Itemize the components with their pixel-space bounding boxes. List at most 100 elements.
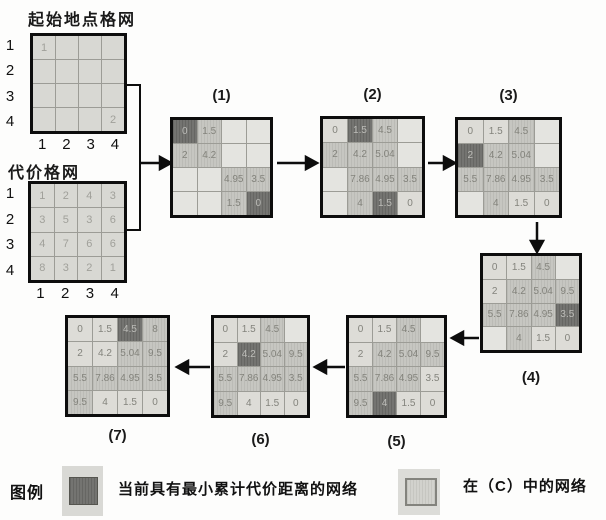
grid-cell: [483, 327, 507, 350]
grid-cell: 9.5: [68, 390, 92, 414]
axis-label: 3: [5, 87, 15, 105]
grid-cell: 3: [78, 208, 101, 232]
grid-cell: [284, 318, 307, 342]
grid-cell: 4.2: [483, 144, 508, 167]
grid-cell: 7.86: [373, 367, 396, 391]
grid-cell: 5.5: [458, 168, 483, 191]
grid-cell: [222, 144, 246, 167]
grid-cell: 4: [483, 192, 508, 215]
legend-swatch-in-c-inner: [405, 478, 437, 506]
grid-cell: 4: [78, 184, 101, 208]
grid-cell: 3.5: [246, 168, 270, 191]
axis-label: 3: [85, 284, 95, 302]
grid-cell: [173, 168, 197, 191]
grid-cell: 1.5: [93, 318, 117, 342]
grid-cell: 1.5: [483, 120, 508, 143]
grid-cell: 4.2: [348, 143, 372, 167]
grid-cell: 2: [54, 184, 77, 208]
axis-label: 2: [62, 135, 71, 153]
grid-cell: [534, 120, 559, 143]
grid-cell: 4.2: [507, 279, 531, 303]
grid-cell: 4.5: [118, 318, 142, 342]
grid-cell: 4.5: [373, 119, 397, 143]
legend-swatch-current-min-inner: [69, 477, 98, 505]
step-2-label: (2): [363, 86, 382, 103]
grid-cell: 4.2: [237, 342, 260, 366]
grid-cell: 6: [101, 232, 124, 256]
grid-cell: 3.5: [534, 168, 559, 191]
grid-cell: 1.5: [507, 256, 531, 279]
grid-cell: 4.5: [261, 318, 284, 342]
grid-cell: [222, 120, 246, 143]
grid-cell: 1: [31, 184, 54, 208]
grid-cell: 3.5: [284, 367, 307, 391]
grid-cell: 1.5: [397, 391, 420, 415]
grid-cell: [56, 36, 78, 59]
grid-cell: [534, 144, 559, 167]
grid-cell: 0: [534, 192, 559, 215]
grid-cell: [458, 192, 483, 215]
step-5-label: (5): [387, 433, 406, 450]
grid-cell: 1.5: [237, 318, 260, 342]
grid-cell: 5.04: [509, 144, 534, 167]
grid-cell: 3.5: [421, 367, 444, 391]
axis-label: 4: [110, 284, 119, 302]
grid-cell: [197, 192, 221, 215]
grid-cell: 2: [214, 342, 237, 366]
grid-cell: 1.5: [222, 192, 246, 215]
grid-cell: 2: [68, 342, 92, 366]
axis-label: 2: [5, 62, 15, 80]
grid-cell: 3.5: [398, 167, 422, 191]
grid-cell: 4: [31, 232, 54, 256]
grid-cell: [398, 119, 422, 143]
grid-cell: 0: [173, 120, 197, 143]
step-6-label: (6): [251, 431, 270, 448]
grid-cell: 4.95: [261, 367, 284, 391]
grid-cell: 3.5: [555, 303, 579, 327]
grid-cell: [33, 84, 55, 107]
grid-cell: 1.5: [118, 390, 142, 414]
grid-cell: 9.5: [421, 342, 444, 366]
grid-cell: 3: [54, 256, 77, 280]
grid-cell: 3.5: [143, 366, 167, 390]
grid-cell: [56, 108, 78, 131]
axis-label: 1: [36, 284, 45, 302]
grid-cell: 4.5: [531, 256, 555, 279]
grid-cell: 0: [284, 391, 307, 415]
grid-cell: 4.95: [118, 366, 142, 390]
grid-cell: [102, 36, 124, 59]
grid-cell: 4.95: [222, 168, 246, 191]
grid-cell: 5.5: [349, 367, 372, 391]
grid-cell: [246, 120, 270, 143]
grid-cell: 4: [237, 391, 260, 415]
grid-cell: 1.5: [531, 327, 555, 350]
grid-cell: 6: [78, 232, 101, 256]
grid-cell: 0: [323, 119, 347, 143]
grid-cell: [33, 108, 55, 131]
arrow-step3-step4: [528, 222, 546, 255]
grid-cell: 5.04: [373, 143, 397, 167]
grid-cell: 9.5: [284, 342, 307, 366]
grid-cell: 1.5: [373, 318, 396, 342]
grid-cell: 5.04: [397, 342, 420, 366]
grid-cell: 4: [93, 390, 117, 414]
grid-cell: 5.5: [214, 367, 237, 391]
grid-cell: [79, 36, 101, 59]
grid-cell: 1: [101, 256, 124, 280]
grid-cell: 0: [246, 192, 270, 215]
grid-cell: 9.5: [555, 279, 579, 303]
grid-cell: 8: [143, 318, 167, 342]
axis-label: 1: [37, 135, 47, 153]
grid-cell: 0: [398, 191, 422, 215]
axis-label: 3: [5, 236, 15, 254]
grid-cell: 3: [31, 208, 54, 232]
cost-grid-title: 代价格网: [8, 165, 81, 182]
